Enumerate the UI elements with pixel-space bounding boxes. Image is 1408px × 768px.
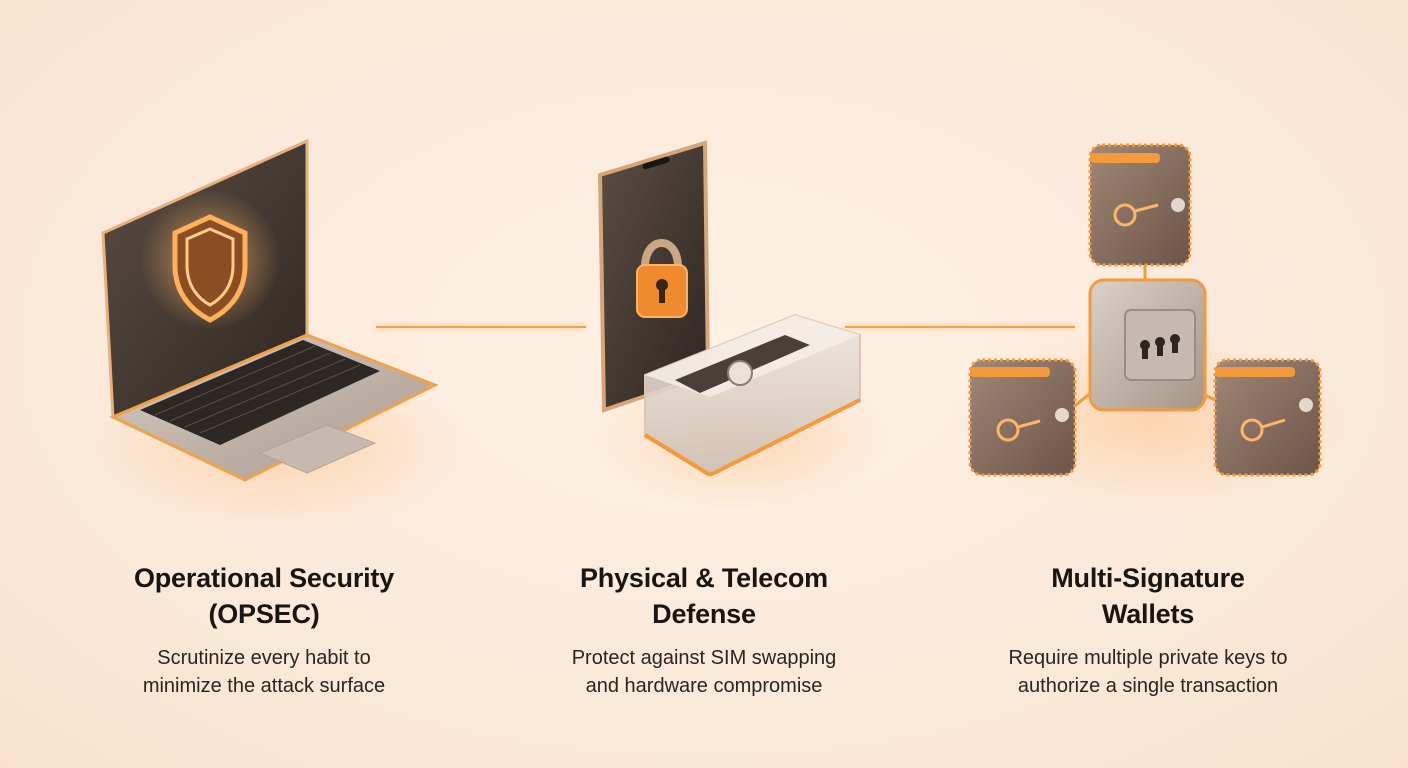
multisig-wallets-safe-icon [968,143,1322,477]
wallet-top [1088,143,1192,267]
feature-title-line: Wallets [1101,599,1195,629]
wallet-left [968,358,1077,477]
feature-title-line: Multi-Signature [1051,563,1245,593]
feature-title-line: Physical & Telecom [579,563,828,593]
feature-description-line: Require multiple private keys to [1008,647,1288,669]
feature-description-line: minimize the attack surface [142,675,386,697]
safe [1088,278,1207,412]
feature-description-line: authorize a single transaction [1017,675,1279,697]
feature-title-line: Defense [652,599,756,629]
feature-title: Multi-Signature Wallets [938,560,1358,632]
feature-description: Scrutinize every habit to minimize the a… [54,644,474,700]
feature-physical-telecom: Physical & Telecom Defense Protect again… [494,560,914,700]
feature-description-line: and hardware compromise [585,675,823,697]
feature-description: Require multiple private keys to authori… [938,644,1358,700]
feature-description-line: Scrutinize every habit to [157,647,371,669]
feature-opsec: Operational Security (OPSEC) Scrutinize … [54,560,474,700]
feature-title-line: Operational Security [133,563,395,593]
feature-title-line: (OPSEC) [208,599,320,629]
connector-line-1 [376,326,586,328]
feature-description-line: Protect against SIM swapping [571,647,837,669]
phone-lock-hardware-wallet-icon [597,140,861,477]
feature-description: Protect against SIM swapping and hardwar… [494,644,914,700]
wallet-right [1213,358,1322,477]
feature-multisig: Multi-Signature Wallets Require multiple… [938,560,1358,700]
feature-title: Physical & Telecom Defense [494,560,914,632]
feature-title: Operational Security (OPSEC) [54,560,474,632]
laptop-shield-icon [101,138,439,482]
connector-line-2 [845,326,1075,328]
